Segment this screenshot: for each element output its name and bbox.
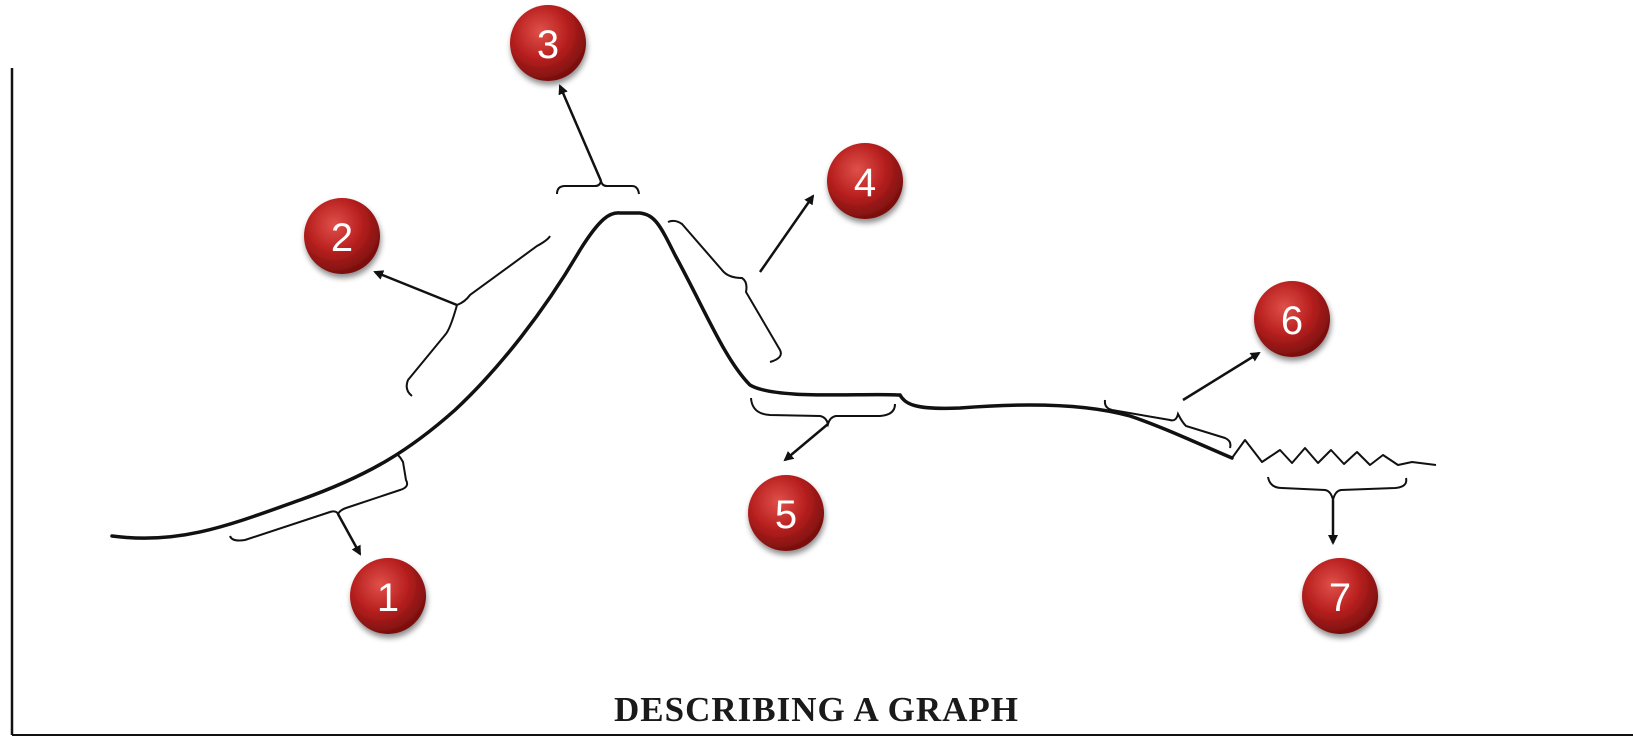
badge-4: 4	[827, 143, 903, 219]
arrow-5	[783, 423, 829, 462]
brace-1	[229, 454, 409, 542]
badge-6-label: 6	[1281, 299, 1303, 343]
badge-5-label: 5	[775, 493, 797, 537]
badge-4-label: 4	[854, 161, 876, 205]
arrow-2	[373, 270, 458, 307]
arrow-3	[558, 84, 603, 182]
graph-curve	[110, 211, 1234, 540]
brace-7	[1267, 476, 1408, 501]
badge-5: 5	[748, 475, 824, 551]
arrow-6	[1182, 351, 1261, 402]
badge-3: 3	[510, 5, 586, 81]
brace-6	[1103, 399, 1232, 449]
diagram-title: DESCRIBING A GRAPH	[613, 690, 1020, 729]
badge-2: 2	[304, 198, 380, 274]
badge-2-label: 2	[331, 216, 353, 260]
badge-7-label: 7	[1329, 576, 1351, 620]
brace-4	[667, 219, 782, 363]
graph-oscillation	[1231, 439, 1437, 466]
badge-1-label: 1	[377, 576, 399, 620]
badge-3-label: 3	[537, 23, 559, 67]
brace-3	[556, 180, 640, 195]
arrow-1	[336, 513, 362, 556]
badge-6: 6	[1254, 281, 1330, 357]
badge-7: 7	[1302, 558, 1378, 634]
brace-5	[750, 397, 896, 428]
arrow-4	[758, 194, 815, 273]
brace-2	[405, 235, 551, 397]
badge-1: 1	[350, 558, 426, 634]
